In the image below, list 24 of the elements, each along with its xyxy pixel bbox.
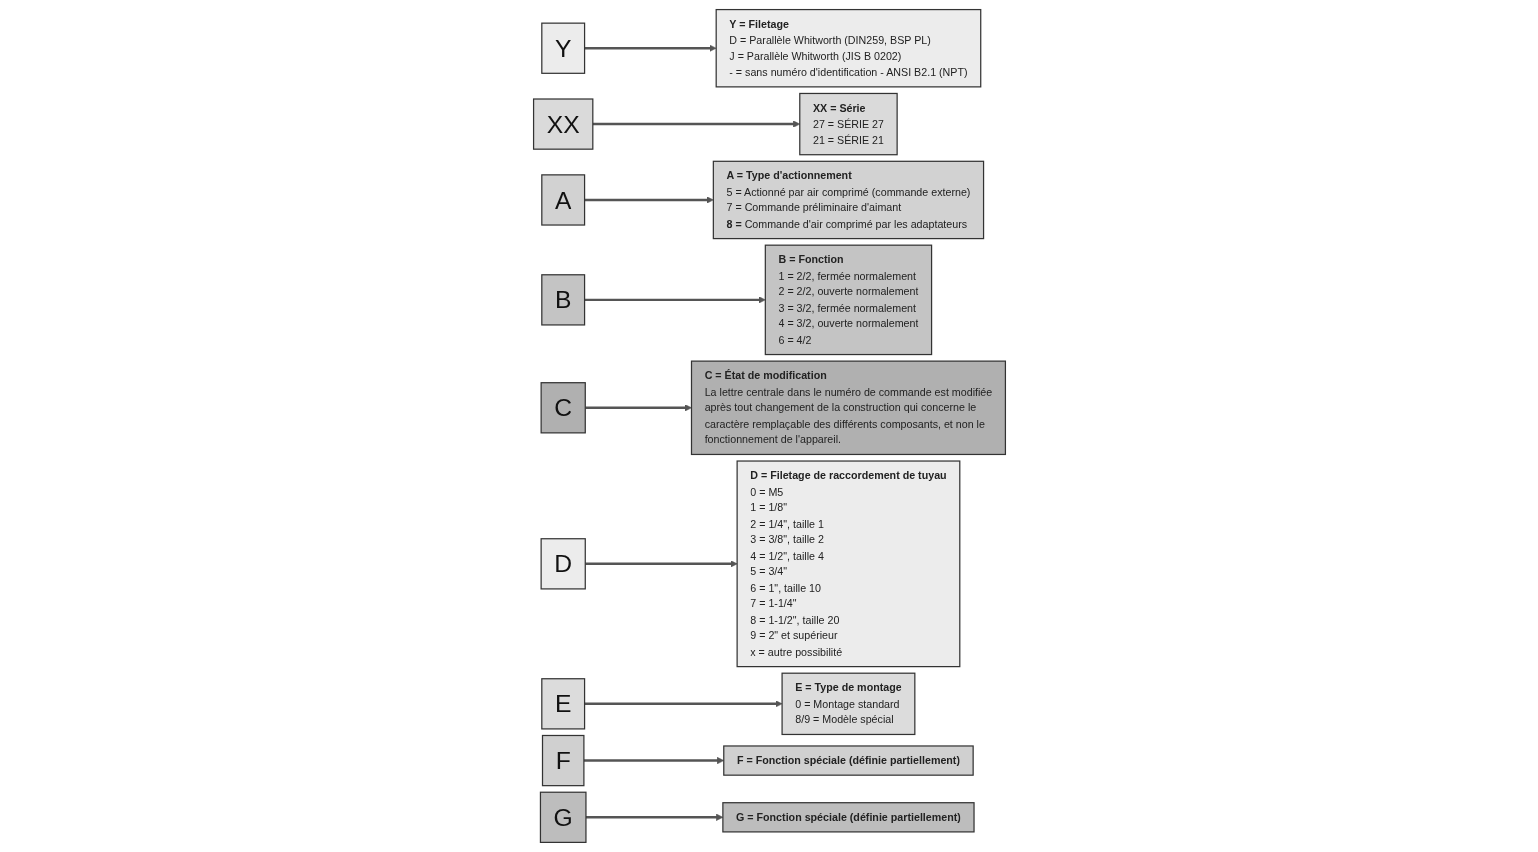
arrow [592, 120, 800, 128]
node-box: G = Fonction spéciale (définie partiellement) [721, 802, 975, 833]
node-box: F = Fonction spéciale (définie partiellement) [722, 745, 974, 776]
arrow [584, 44, 716, 52]
node-box: XX [532, 98, 593, 150]
node-box: A [540, 174, 585, 226]
node-box: B [540, 274, 585, 326]
node-box: G [539, 791, 587, 844]
arrow [584, 560, 737, 568]
arrow [584, 700, 782, 708]
node-box: B = Fonction 1 = 2/2, fermée normalement 2 = 2/2, ouverte normalement 3 = 3/2, fermée normalement 4 = 3/2, ouverte normalement 6 = 4/2 [764, 244, 932, 356]
node-box: C [540, 382, 586, 434]
node-box: E [540, 678, 585, 730]
node-box: XX = Série 27 = SÉRIE 27 21 = SÉRIE 21 [798, 92, 898, 156]
node-box: D [540, 538, 586, 590]
node-box: D = Filetage de raccordement de tuyau 0 = M5 1 = 1/8" 2 = 1/4", taille 1 3 = 3/8", taille 2 4 = 1/2", taille 4 5 = 3/4" 6 = 1", taille 10 7 = 1-1/4" 8 = 1-1/2", taille 20 9 = 2" et supérieur x = autre possibilité [736, 460, 960, 668]
node-box: C = État de modification La lettre centrale dans le numéro de commande est modifiée après tout changement de la construction qui concerne le caractère remplaçable des différents composants, et non le fonctionnement de l'appareil. [690, 360, 1006, 456]
node-box: E = Type de montage 0 = Montage standard 8/9 = Modèle spécial [780, 672, 915, 736]
node-box: Y [540, 22, 585, 74]
arrow [585, 813, 723, 821]
node-box: A = Type d'actionnement 5 = Actionné par air comprimé (commande externe) 7 = Commande préliminaire d'aimant 8 = Commande d'air comprimé par les adaptateurs [712, 160, 984, 240]
node-box: F [541, 734, 584, 787]
node-box: Y = Filetage D = Parallèle Whitworth (DIN259, BSP PL) J = Parallèle Whitworth (JIS B 0202) - = sans numéro d'identification - ANSI B2.1 (NPT) [715, 8, 981, 88]
arrow [583, 756, 724, 765]
